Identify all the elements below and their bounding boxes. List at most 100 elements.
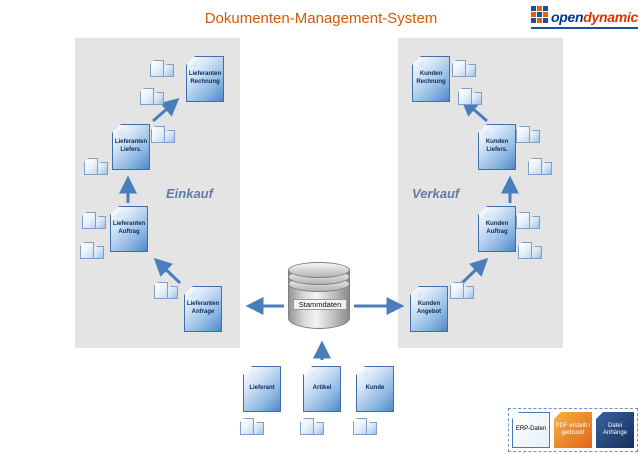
page-title: Dokumenten-Management-System <box>204 10 438 27</box>
document-icon: Lieferanten Anfrage <box>184 286 222 332</box>
attachment-docs-icon <box>528 158 554 178</box>
mini-doc-icon <box>471 92 482 105</box>
mini-doc-icon <box>154 282 168 299</box>
mini-doc-icon <box>518 242 532 259</box>
legend-item-datei-anhaenge: Datei Anhänge <box>596 412 634 448</box>
doc-label: Artikel <box>312 385 332 392</box>
document-icon: Kunden Liefers. <box>478 124 516 170</box>
mini-doc-icon <box>167 286 178 299</box>
mini-doc-icon <box>151 126 165 143</box>
attachment-docs-icon <box>452 60 478 80</box>
document-icon: Artikel <box>303 366 341 412</box>
mini-doc-icon <box>153 92 164 105</box>
doc-label: Lieferant <box>249 385 275 392</box>
mini-doc-icon <box>529 130 540 143</box>
mini-doc-icon <box>366 422 377 435</box>
mini-doc-icon <box>253 422 264 435</box>
document-icon: Kunden Rechnung <box>412 56 450 102</box>
document-icon: Lieferant <box>243 366 281 412</box>
mini-doc-icon <box>140 88 154 105</box>
doc-label: Lieferanten Auftrag <box>112 221 146 235</box>
legend: ERP-Daten PDF erstellt / gedruckt Datei … <box>508 408 638 452</box>
doc-node-kunden-angebot: Kunden Angebot <box>410 286 448 332</box>
doc-node-lieferanten-rechnung: Lieferanten Rechnung <box>186 56 224 102</box>
attachment-docs-icon <box>151 126 177 146</box>
mini-doc-icon <box>531 246 542 259</box>
doc-node-kunde: Kunde <box>356 366 394 412</box>
mini-doc-icon <box>465 64 476 77</box>
logo-squares-icon <box>531 6 549 23</box>
legend-label: PDF erstellt / gedruckt <box>555 422 591 437</box>
attachment-docs-icon <box>353 418 379 438</box>
document-icon: Kunde <box>356 366 394 412</box>
mini-doc-icon <box>313 422 324 435</box>
mini-doc-icon <box>82 212 96 229</box>
doc-label: Lieferanten Liefers. <box>114 139 148 153</box>
mini-doc-icon <box>450 282 464 299</box>
attachment-docs-icon <box>80 242 106 262</box>
doc-node-lieferanten-liefers: Lieferanten Liefers. <box>112 124 150 170</box>
mini-doc-icon <box>452 60 466 77</box>
attachment-docs-icon <box>240 418 266 438</box>
logo-text: opendynamic <box>551 9 638 25</box>
logo-text-dynamic: dynamic <box>583 9 638 25</box>
logo: opendynamic <box>531 6 638 29</box>
doc-node-kunden-rechnung: Kunden Rechnung <box>412 56 450 102</box>
mini-doc-icon <box>150 60 164 77</box>
attachment-docs-icon <box>516 126 542 146</box>
doc-node-artikel: Artikel <box>303 366 341 412</box>
mini-doc-icon <box>95 216 106 229</box>
attachment-docs-icon <box>516 212 542 232</box>
legend-item-pdf: PDF erstellt / gedruckt <box>554 412 592 448</box>
doc-label: Lieferanten Rechnung <box>188 71 222 85</box>
document-icon: Kunden Auftrag <box>478 206 516 252</box>
mini-doc-icon <box>240 418 254 435</box>
doc-label: Lieferanten Anfrage <box>186 301 220 315</box>
mini-doc-icon <box>458 88 472 105</box>
doc-node-kunden-auftrag: Kunden Auftrag <box>478 206 516 252</box>
mini-doc-icon <box>541 162 552 175</box>
mini-doc-icon <box>163 64 174 77</box>
document-icon: Lieferanten Rechnung <box>186 56 224 102</box>
legend-label: Datei Anhänge <box>602 422 628 437</box>
attachment-docs-icon <box>450 282 476 302</box>
stammdaten-node: Stammdaten <box>288 262 352 338</box>
stammdaten-label: Stammdaten <box>293 299 347 310</box>
mini-doc-icon <box>80 242 94 259</box>
mini-doc-icon <box>164 130 175 143</box>
einkauf-label: Einkauf <box>166 186 213 201</box>
attachment-docs-icon <box>458 88 484 108</box>
doc-label: Kunden Rechnung <box>416 71 446 85</box>
attachment-docs-icon <box>150 60 176 80</box>
attachment-docs-icon <box>518 242 544 262</box>
mini-doc-icon <box>528 158 542 175</box>
doc-node-lieferanten-auftrag: Lieferanten Auftrag <box>110 206 148 252</box>
legend-item-erp-daten: ERP-Daten <box>512 412 550 448</box>
attachment-docs-icon <box>140 88 166 108</box>
document-icon: Lieferanten Auftrag <box>110 206 148 252</box>
attachment-docs-icon <box>154 282 180 302</box>
mini-doc-icon <box>516 212 530 229</box>
document-icon: Kunden Angebot <box>410 286 448 332</box>
attachment-docs-icon <box>84 158 110 178</box>
mini-doc-icon <box>463 286 474 299</box>
mini-doc-icon <box>353 418 367 435</box>
verkauf-label: Verkauf <box>412 186 460 201</box>
doc-label: Kunden Liefers. <box>485 139 509 153</box>
database-disc-icon <box>288 262 350 278</box>
attachment-docs-icon <box>300 418 326 438</box>
doc-node-kunden-liefers: Kunden Liefers. <box>478 124 516 170</box>
doc-label: Kunde <box>365 385 385 392</box>
mini-doc-icon <box>529 216 540 229</box>
mini-doc-icon <box>93 246 104 259</box>
doc-node-lieferant: Lieferant <box>243 366 281 412</box>
legend-label: ERP-Daten <box>515 426 547 433</box>
mini-doc-icon <box>84 158 98 175</box>
mini-doc-icon <box>300 418 314 435</box>
mini-doc-icon <box>97 162 108 175</box>
document-icon: Lieferanten Liefers. <box>112 124 150 170</box>
attachment-docs-icon <box>82 212 108 232</box>
doc-label: Kunden Angebot <box>416 301 442 315</box>
logo-text-open: open <box>551 9 584 25</box>
